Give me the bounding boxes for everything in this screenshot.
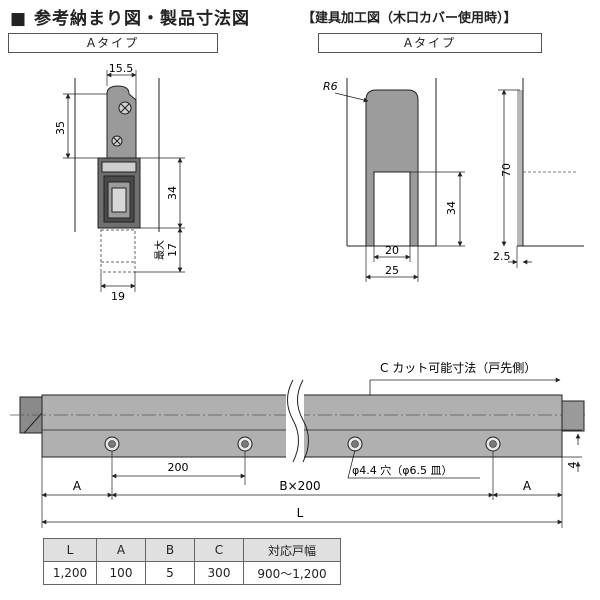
- dim-groove-depth: 34: [445, 201, 458, 215]
- dim-edge-a-right: A: [523, 479, 532, 493]
- table-header: B: [145, 538, 195, 562]
- detail-b-section: R6 34 20 25: [323, 78, 465, 282]
- screw-icon: [111, 135, 123, 147]
- mounting-hole-icon: [104, 436, 120, 452]
- dim-middle-span: B×200: [279, 479, 320, 493]
- table-header-row: L A B C 対応戸幅: [43, 538, 341, 562]
- detail-a-section: 15.5 35 34 最大 17 19: [54, 62, 185, 303]
- spec-table: L A B C 対応戸幅 1,200 100 5 300 900〜1,200: [43, 538, 341, 585]
- dim-side-offset: 2.5: [493, 250, 511, 263]
- table-cell: 100: [96, 561, 146, 585]
- table-header: A: [96, 538, 146, 562]
- table-cell: 1,200: [43, 561, 97, 585]
- detail-c-section: 70 2.5: [493, 78, 584, 268]
- table-cell: 300: [194, 561, 244, 585]
- dim-bottom-width: 19: [111, 290, 125, 303]
- table-row: 1,200 100 5 300 900〜1,200: [43, 561, 341, 585]
- mounting-hole-icon: [347, 436, 363, 452]
- section-title: ■ 参考納まり図・製品寸法図: [10, 9, 250, 29]
- type-label-left: Aタイプ: [8, 33, 218, 53]
- mounting-hole-icon: [485, 436, 501, 452]
- dim-hole-pitch: 200: [168, 461, 189, 474]
- screw-icon: [118, 101, 132, 115]
- dim-max-extension: 17: [166, 243, 179, 257]
- table-header: L: [43, 538, 97, 562]
- dim-groove-width: 20: [385, 244, 399, 257]
- dim-max-label: 最大: [153, 240, 166, 260]
- table-cell: 900〜1,200: [243, 561, 341, 585]
- dim-edge-a-left: A: [73, 479, 82, 493]
- dim-body-height: 34: [166, 186, 179, 200]
- dim-total-length: L: [297, 506, 304, 520]
- cut-range-label: C カット可能寸法（戸先側）: [380, 361, 536, 375]
- dim-radius: R6: [323, 80, 338, 93]
- mounting-hole-icon: [237, 436, 253, 452]
- table-header: 対応戸幅: [243, 538, 341, 562]
- long-elevation-view: C カット可能寸法（戸先側） 200 φ4.4 穴（φ6.5 皿）: [10, 361, 585, 528]
- hole-spec-label: φ4.4 穴（φ6.5 皿）: [352, 463, 453, 477]
- dim-top-width: 15.5: [109, 62, 134, 75]
- type-label-right: Aタイプ: [318, 33, 542, 53]
- dim-upper-height: 35: [54, 121, 67, 135]
- dim-outer-width: 25: [385, 264, 399, 277]
- table-header: C: [194, 538, 244, 562]
- dim-side-offset-long: 4: [566, 462, 579, 469]
- section-subtitle: 【建具加工図（木口カバー使用時）】: [302, 11, 517, 26]
- table-cell: 5: [145, 561, 195, 585]
- dim-side-height: 70: [500, 163, 513, 177]
